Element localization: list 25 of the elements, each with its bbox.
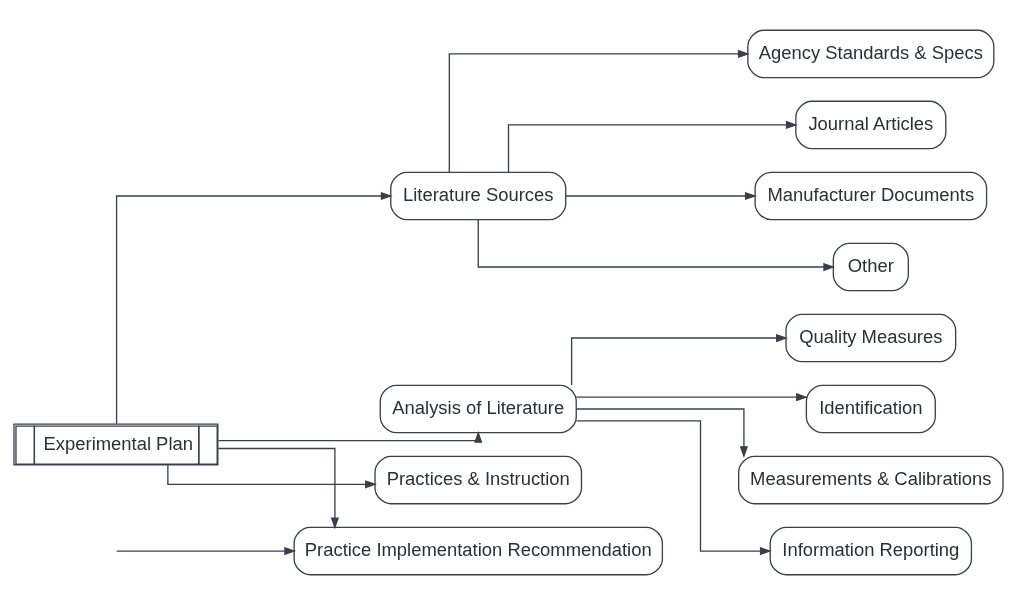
arrow xyxy=(217,430,483,443)
node-box: Identification xyxy=(805,384,936,434)
arrow xyxy=(167,464,377,489)
node-box: Analysis of Literature xyxy=(379,384,577,434)
arrow xyxy=(115,546,297,556)
node-box: Information Reporting xyxy=(769,526,973,576)
arrow xyxy=(115,191,393,425)
node-box: Practice Implementation Recommendation xyxy=(293,526,664,576)
node-box: Literature Sources xyxy=(390,171,567,221)
node-box: Practices & Instruction xyxy=(374,455,583,505)
arrow xyxy=(448,49,750,173)
arrow xyxy=(565,191,757,201)
node-box: Measurements & Calibrations xyxy=(738,455,1004,505)
arrow xyxy=(507,120,798,173)
arrow xyxy=(575,408,749,458)
arrow xyxy=(575,393,808,402)
node-box: Journal Articles xyxy=(795,100,947,150)
node-box: Agency Standards & Specs xyxy=(747,29,995,79)
arrow xyxy=(217,447,340,530)
arrow xyxy=(477,219,836,272)
arrow xyxy=(570,333,788,386)
node-box: Manufacturer Documents xyxy=(754,171,988,221)
node-box: Other xyxy=(832,242,909,292)
node-box: Quality Measures xyxy=(785,313,957,363)
arrow xyxy=(575,420,772,556)
